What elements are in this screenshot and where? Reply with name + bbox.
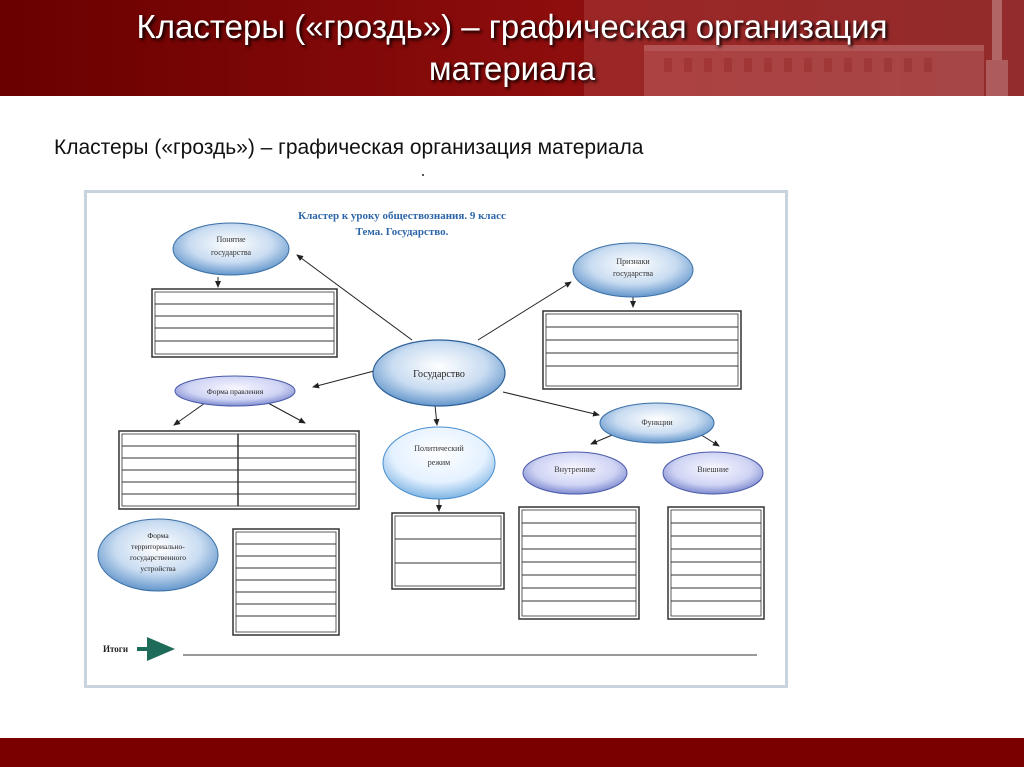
node-gosudarstvo: Государство: [373, 340, 505, 406]
node-funkcii: Функции: [600, 403, 714, 443]
worksheet-heading-line2: Тема. Государство.: [356, 226, 449, 238]
arrow-to-politrezhim: [435, 405, 437, 425]
node-forma-ter-line3: государственного: [130, 553, 186, 562]
box-priznaki: [543, 311, 741, 389]
slide-title-line2: материала: [0, 48, 1024, 90]
node-forma-pravleniya-label: Форма правления: [207, 387, 264, 396]
slide-header: Кластеры («гроздь») – графическая органи…: [0, 0, 1024, 96]
slide-subtitle: Кластеры («гроздь») – графическая органи…: [54, 136, 643, 160]
slide-title-line1: Кластеры («гроздь») – графическая органи…: [0, 6, 1024, 48]
node-forma-ter-line2: территориально-: [131, 542, 185, 551]
node-gosudarstvo-label: Государство: [413, 369, 465, 380]
worksheet-heading-line1: Кластер к уроку обществознания. 9 класс: [298, 210, 506, 222]
node-ponyatie-line1: Понятие: [216, 235, 246, 244]
box-forma-pravleniya: [119, 431, 359, 509]
node-politrezhim-line2: режим: [428, 458, 450, 467]
slide-title: Кластеры («гроздь») – графическая органи…: [0, 6, 1024, 90]
arrow-forma-right: [268, 403, 305, 423]
itogi-label: Итоги: [103, 644, 128, 654]
box-ponyatie: [152, 289, 337, 357]
node-politrezhim: Политический режим: [383, 427, 495, 499]
node-priznaki: Признаки государства: [573, 243, 693, 297]
itogi-row: Итоги: [103, 644, 757, 655]
node-politrezhim-line1: Политический: [414, 444, 464, 453]
box-politrezhim: [392, 513, 504, 589]
box-forma-ter: [233, 529, 339, 635]
node-ponyatie: Понятие государства: [173, 223, 289, 275]
node-ponyatie-line2: государства: [211, 248, 252, 257]
node-forma-ter-line4: устройства: [140, 564, 176, 573]
box-vnutrennie: [519, 507, 639, 619]
node-forma-pravleniya: Форма правления: [175, 376, 295, 406]
arrow-to-funkcii: [503, 392, 599, 415]
node-vneshnie-label: Внешние: [697, 465, 729, 474]
node-funkcii-label: Функции: [641, 418, 673, 427]
node-forma-ter-line1: Форма: [147, 531, 169, 540]
node-vneshnie: Внешние: [663, 452, 763, 494]
node-priznaki-line1: Признаки: [616, 257, 650, 266]
node-priznaki-line2: государства: [613, 269, 654, 278]
node-vnutrennie: Внутренние: [523, 452, 627, 494]
node-vnutrennie-label: Внутренние: [554, 465, 596, 474]
cluster-diagram: Кластер к уроку обществознания. 9 класс …: [87, 193, 785, 685]
arrow-forma-left: [174, 403, 205, 425]
node-forma-ter: Форма территориально- государственного у…: [98, 519, 218, 591]
arrow-to-forma-pravleniya: [313, 371, 374, 387]
cluster-worksheet: Кластер к уроку обществознания. 9 класс …: [84, 190, 788, 688]
slide-footer-bar: [0, 738, 1024, 767]
box-vneshnie: [668, 507, 764, 619]
stray-dot: [422, 174, 424, 176]
